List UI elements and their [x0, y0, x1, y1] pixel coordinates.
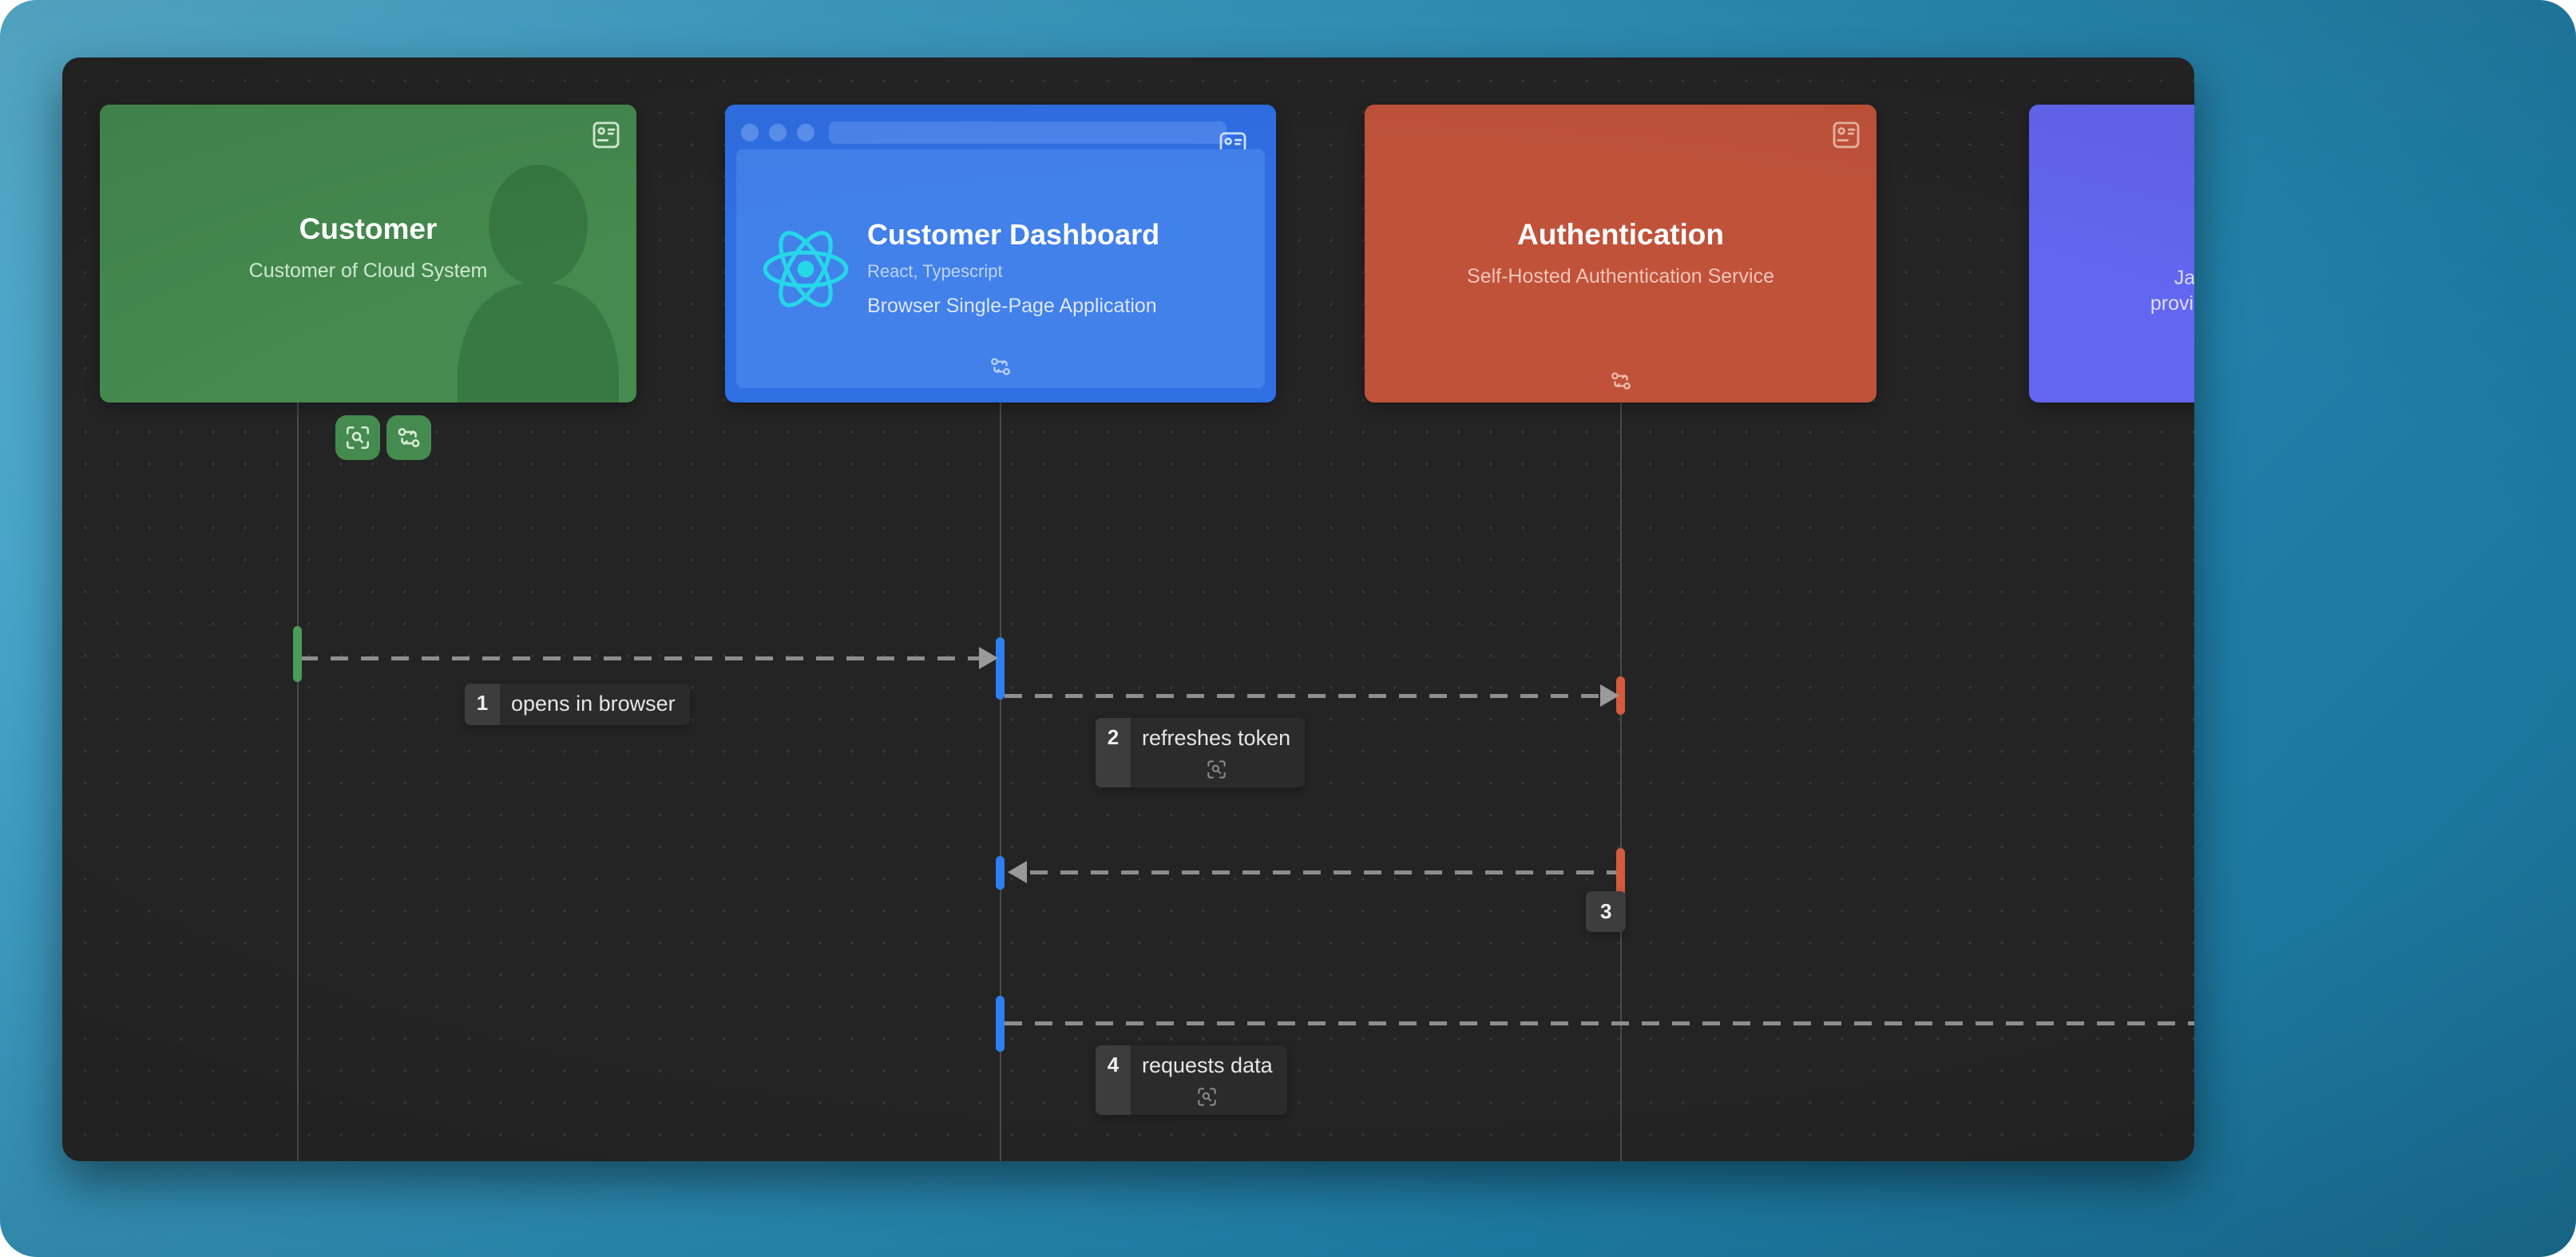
participant-description-line1: Java Spring Web-service: [2174, 266, 2194, 289]
id-card-icon: [592, 121, 620, 149]
activation-auth-msg2: [1616, 676, 1625, 715]
message-line-3: [1030, 870, 1621, 874]
scan-icon: [346, 426, 370, 450]
message-icon-4[interactable]: [1196, 1086, 1218, 1108]
activation-dashboard-msg3: [996, 856, 1005, 890]
message-number-3: 3: [1586, 891, 1627, 932]
lifeline-customer-2: [297, 619, 299, 1161]
message-text-1: opens in browser: [511, 692, 676, 716]
message-label-1[interactable]: 1 opens in browser: [465, 684, 690, 725]
browser-dot-maximize[interactable]: [797, 124, 814, 141]
message-body-2: refreshes token: [1131, 718, 1305, 787]
message-body-4: requests data: [1131, 1045, 1287, 1115]
activation-dashboard-msg4: [996, 996, 1005, 1052]
react-logo-icon: [763, 230, 849, 307]
activation-dashboard-msg1: [996, 637, 1005, 700]
swap-icon: [398, 427, 420, 448]
browser-viewport: Customer Dashboard React, Typescript Bro…: [736, 149, 1265, 388]
backend-card-actions[interactable]: [2029, 369, 2194, 393]
message-body-1: opens in browser: [500, 684, 690, 725]
participant-description: Self-Hosted Authentication Service: [1467, 264, 1774, 287]
id-card-icon: [1833, 121, 1860, 149]
message-line-2: [1005, 694, 1611, 698]
participant-description: Customer of Cloud System: [248, 259, 488, 282]
message-number-1: 1: [465, 684, 500, 725]
participant-card-customer[interactable]: Customer Customer of Cloud System: [100, 105, 636, 402]
lifeline-dashboard: [1000, 355, 1001, 1161]
message-arrowhead-3: [1008, 861, 1027, 883]
message-arrowhead-2: [1600, 684, 1619, 707]
participant-description: Browser Single-Page Application: [867, 295, 1157, 318]
scan-button-customer[interactable]: [335, 415, 380, 460]
customer-card-actions[interactable]: [335, 415, 431, 460]
diagram-canvas[interactable]: Customer Customer of Cloud System: [62, 57, 2194, 1161]
message-text-2: refreshes token: [1142, 726, 1291, 750]
message-number-4: 4: [1096, 1045, 1131, 1115]
participant-description: Java Spring Web-service provides access …: [2150, 265, 2194, 317]
participant-card-backend[interactable]: Backend API java/spring Java Spring Web-…: [2029, 105, 2194, 402]
activation-auth-msg3: [1616, 848, 1625, 898]
swap-button-customer[interactable]: [386, 415, 431, 460]
scan-icon: [1198, 1088, 1216, 1106]
person-silhouette-icon: [458, 165, 619, 402]
dashboard-card-actions[interactable]: [736, 355, 1265, 379]
message-label-3[interactable]: 3: [1586, 891, 1627, 932]
scan-icon: [1207, 760, 1226, 779]
swap-icon[interactable]: [1609, 369, 1633, 393]
message-line-4: [1005, 1021, 2194, 1025]
message-label-2[interactable]: 2 refreshes token: [1096, 718, 1306, 787]
participant-title: Customer: [299, 212, 438, 245]
message-label-4[interactable]: 4 requests data: [1096, 1045, 1287, 1115]
browser-dot-close[interactable]: [741, 124, 759, 141]
swap-icon[interactable]: [989, 355, 1013, 379]
message-text-4: requests data: [1142, 1053, 1273, 1077]
participant-title: Authentication: [1517, 217, 1724, 251]
browser-chrome: [736, 116, 1265, 159]
browser-address-bar[interactable]: [829, 121, 1227, 144]
participant-card-auth[interactable]: Authentication Self-Hosted Authenticatio…: [1365, 105, 1877, 402]
activation-customer-msg1: [293, 626, 302, 682]
auth-card-actions[interactable]: [1365, 369, 1877, 393]
participant-card-dashboard[interactable]: Customer Dashboard React, Typescript Bro…: [725, 105, 1276, 402]
participant-title: Customer Dashboard: [867, 218, 1160, 252]
message-line-1: [300, 656, 990, 660]
browser-dot-minimize[interactable]: [769, 124, 787, 141]
message-arrowhead-1: [979, 647, 998, 669]
lifeline-auth: [1620, 355, 1622, 1161]
lifeline-customer: [297, 355, 299, 619]
participant-technology: React, Typescript: [867, 260, 1003, 281]
message-icon-2[interactable]: [1206, 759, 1227, 780]
participant-description-line2: provides access via REST API: [2150, 292, 2194, 315]
message-number-2: 2: [1096, 718, 1131, 787]
